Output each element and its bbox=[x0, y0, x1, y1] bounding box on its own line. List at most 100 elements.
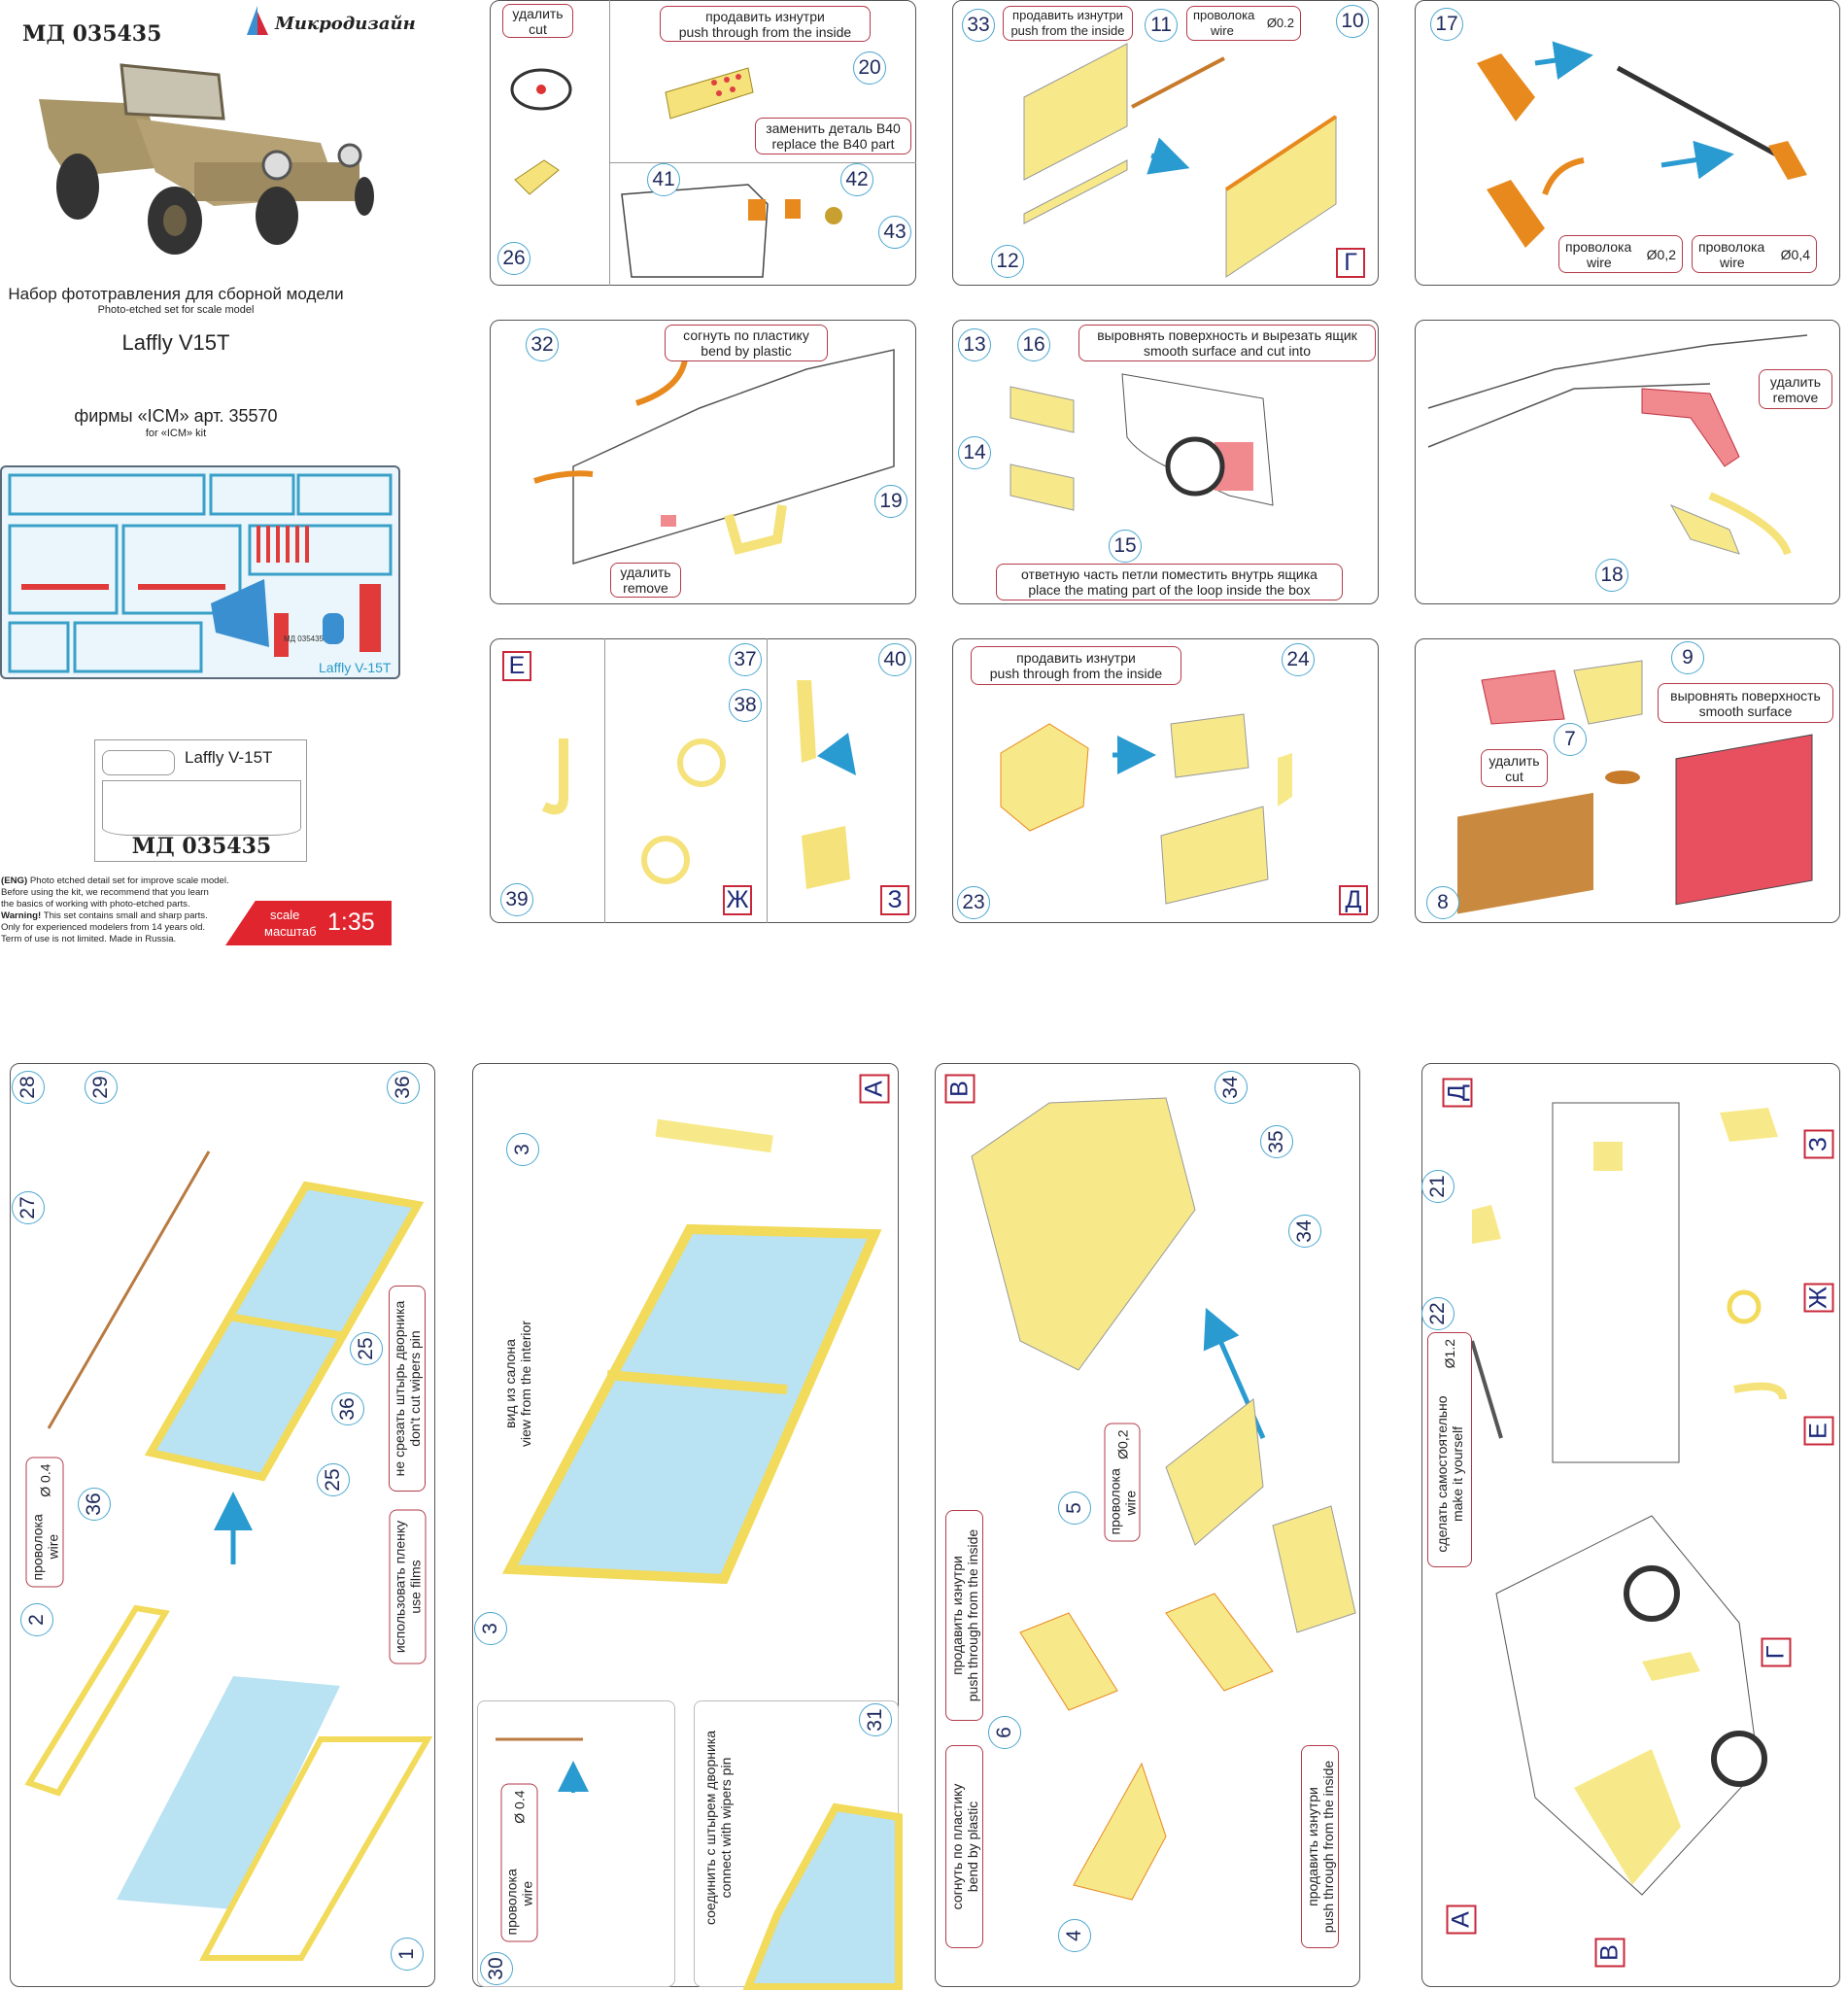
note-text-en: cut bbox=[529, 20, 547, 37]
subpanel-wiper bbox=[477, 1700, 675, 1987]
wire-diameter: Ø0,2 bbox=[1646, 246, 1676, 262]
part-number: 34 bbox=[1288, 1215, 1321, 1248]
note-text-en: wire bbox=[1587, 254, 1612, 270]
part-number: 13 bbox=[958, 328, 991, 361]
disclaimer-line: Term of use is not limited. Made in Russ… bbox=[1, 934, 177, 944]
step-letter: Е bbox=[502, 651, 531, 681]
plate-20-drawing bbox=[665, 67, 754, 120]
disclaimer-line: This set contains small and sharp parts. bbox=[41, 910, 208, 921]
note-text-ru: удалить bbox=[620, 565, 671, 580]
part-number: 30 bbox=[480, 1952, 513, 1985]
product-code: МД 035435 bbox=[22, 21, 162, 47]
note-text-en: wire bbox=[519, 1880, 535, 1906]
bracket-17-drawing bbox=[1477, 41, 1807, 248]
note-text-ru: удалить bbox=[1489, 752, 1540, 769]
part-number: 5 bbox=[1058, 1492, 1091, 1525]
note-text-ru: проволока bbox=[503, 1869, 520, 1936]
note-text-en: place the mating part of the loop inside… bbox=[1028, 582, 1311, 598]
step-letter: Г bbox=[1336, 248, 1365, 278]
part-number: 22 bbox=[1421, 1297, 1454, 1330]
note-text-ru: согнуть по пластику bbox=[683, 327, 809, 343]
windshield-frame-drawing bbox=[24, 1150, 433, 1961]
part-number: 32 bbox=[526, 328, 559, 361]
note-text-ru: выровнять поверхность и вырезать ящик bbox=[1097, 327, 1357, 343]
part-number: 26 bbox=[497, 242, 530, 275]
note-text-en: wire bbox=[1720, 254, 1745, 270]
note-text-en: smooth surface bbox=[1698, 703, 1793, 719]
part-number: 11 bbox=[1145, 9, 1178, 42]
toolbox-lids-drawing bbox=[1010, 373, 1274, 511]
part-number: 14 bbox=[958, 436, 991, 469]
part-number: 36 bbox=[387, 1071, 420, 1104]
note-text-en: push from the inside bbox=[1010, 23, 1125, 38]
note-text-en: wire bbox=[1211, 23, 1234, 38]
part-number: 23 bbox=[957, 886, 990, 919]
note-text-ru: продавить изнутри bbox=[1304, 1787, 1320, 1906]
part-number: 9 bbox=[1671, 641, 1704, 674]
scale-value: 1:35 bbox=[327, 909, 375, 936]
note-text-en: view from the interior bbox=[518, 1321, 533, 1447]
note-text-en: push through from the inside bbox=[964, 1528, 980, 1702]
grille-v-drawing bbox=[971, 1097, 1356, 1901]
part-number: 2 bbox=[20, 1603, 53, 1636]
scale-badge: scale масштаб 1:35 bbox=[225, 901, 392, 945]
note-text-en: wire bbox=[45, 1533, 60, 1560]
note-text-ru: продавить изнутри bbox=[1016, 650, 1136, 666]
divider bbox=[609, 162, 916, 163]
note-text-ru: вид из салона bbox=[502, 1339, 518, 1428]
part-number: 20 bbox=[853, 51, 886, 85]
note-text-ru: продавить изнутри bbox=[948, 1556, 965, 1675]
part-number: 15 bbox=[1109, 530, 1142, 563]
note-text-ru: выровнять поверхность bbox=[1670, 687, 1821, 703]
wire-diameter: Ø0,2 bbox=[1114, 1429, 1130, 1459]
part-number: 27 bbox=[12, 1191, 45, 1224]
part-number: 3 bbox=[474, 1612, 507, 1645]
fret-parts-drawing bbox=[8, 473, 393, 673]
step-letter: Д bbox=[1442, 1078, 1473, 1108]
step-letter: В bbox=[1594, 1938, 1626, 1968]
part-number: 36 bbox=[78, 1488, 111, 1521]
part-number: 17 bbox=[1430, 8, 1463, 41]
label-card: Laffly V-15T МД 035435 bbox=[94, 739, 307, 862]
radiator-drawing bbox=[1457, 660, 1813, 914]
part-number: 1 bbox=[391, 1938, 424, 1971]
part-number: 39 bbox=[500, 883, 533, 916]
label-card-name: Laffly V-15T bbox=[185, 748, 273, 767]
final-assembly-drawing bbox=[1470, 1102, 1787, 1896]
note-text-en: don't cut wipers pin bbox=[407, 1330, 423, 1447]
label-card-badge bbox=[102, 750, 175, 775]
panel-chassis bbox=[1415, 320, 1840, 604]
note-text-ru: соединить с штырем дворника bbox=[702, 1730, 718, 1926]
step-letter: Г bbox=[1761, 1637, 1792, 1667]
part-number: 43 bbox=[878, 216, 911, 249]
note-text-en: connect with wipers pin bbox=[718, 1757, 734, 1899]
disclaimer-line: Before using the kit, we recommend that … bbox=[1, 887, 209, 898]
note-text-ru: проволока bbox=[1698, 238, 1765, 255]
part-26-drawing bbox=[514, 159, 560, 195]
note-text-ru: проволока bbox=[1107, 1468, 1122, 1535]
scale-label-en: scale bbox=[270, 908, 300, 922]
note-text-ru: заменить деталь B40 bbox=[766, 120, 901, 136]
photo-etched-fret: МД 035435 Laffly V-15T bbox=[0, 465, 400, 679]
truck-photo bbox=[39, 63, 374, 255]
note-text-ru: ответную часть петли поместить внутрь ящ… bbox=[1021, 566, 1318, 582]
brand-logo-icon bbox=[247, 6, 268, 35]
part-number: 35 bbox=[1260, 1125, 1293, 1158]
note-mating-part: ответную часть петли поместить внутрь ящ… bbox=[996, 564, 1343, 600]
